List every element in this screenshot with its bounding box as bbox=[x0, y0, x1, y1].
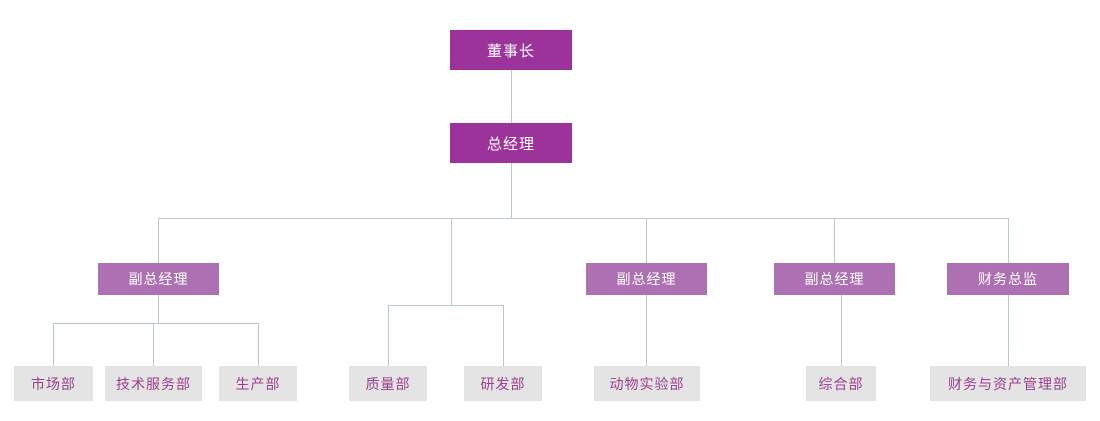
node-vice-general-manager-2[interactable]: 副总经理 bbox=[586, 263, 707, 295]
connector-vp1-to-marketing bbox=[53, 323, 54, 366]
node-department-research-development[interactable]: 研发部 bbox=[464, 366, 542, 401]
connector-vp1-to-production bbox=[258, 323, 259, 366]
node-department-finance-asset-management[interactable]: 财务与资产管理部 bbox=[930, 366, 1086, 401]
connector-bus-to-quality-rd-group bbox=[451, 218, 452, 305]
connector-cfo-to-finance-asset bbox=[1008, 295, 1009, 366]
node-department-animal-laboratory[interactable]: 动物实验部 bbox=[594, 366, 700, 401]
node-vice-general-manager-1[interactable]: 副总经理 bbox=[98, 263, 219, 295]
node-vice-general-manager-3[interactable]: 副总经理 bbox=[774, 263, 895, 295]
connector-main-bus bbox=[158, 218, 1009, 219]
node-general-manager[interactable]: 总经理 bbox=[450, 123, 572, 163]
connector-quality-rd-bus bbox=[388, 305, 504, 306]
connector-vp1-to-tech-service bbox=[153, 323, 154, 366]
connector-to-rd bbox=[503, 305, 504, 366]
node-chief-financial-officer[interactable]: 财务总监 bbox=[947, 263, 1069, 295]
connector-chairman-to-gm bbox=[511, 70, 512, 123]
connector-gm-to-bus bbox=[511, 163, 512, 218]
connector-bus-to-vp1 bbox=[158, 218, 159, 263]
node-department-general-affairs[interactable]: 综合部 bbox=[806, 366, 876, 401]
node-department-technical-service[interactable]: 技术服务部 bbox=[105, 366, 202, 401]
connector-vp1-bus bbox=[53, 323, 259, 324]
connector-vp3-to-general-affairs bbox=[841, 295, 842, 366]
connector-to-quality bbox=[388, 305, 389, 366]
connector-bus-to-vp3 bbox=[834, 218, 835, 263]
connector-vp1-down bbox=[158, 295, 159, 323]
connector-bus-to-cfo bbox=[1008, 218, 1009, 263]
connector-bus-to-vp2 bbox=[646, 218, 647, 263]
node-chairman[interactable]: 董事长 bbox=[450, 30, 572, 70]
connector-vp2-to-animal-lab bbox=[646, 295, 647, 366]
node-department-quality[interactable]: 质量部 bbox=[349, 366, 427, 401]
node-department-production[interactable]: 生产部 bbox=[219, 366, 297, 401]
node-department-marketing[interactable]: 市场部 bbox=[14, 366, 93, 401]
